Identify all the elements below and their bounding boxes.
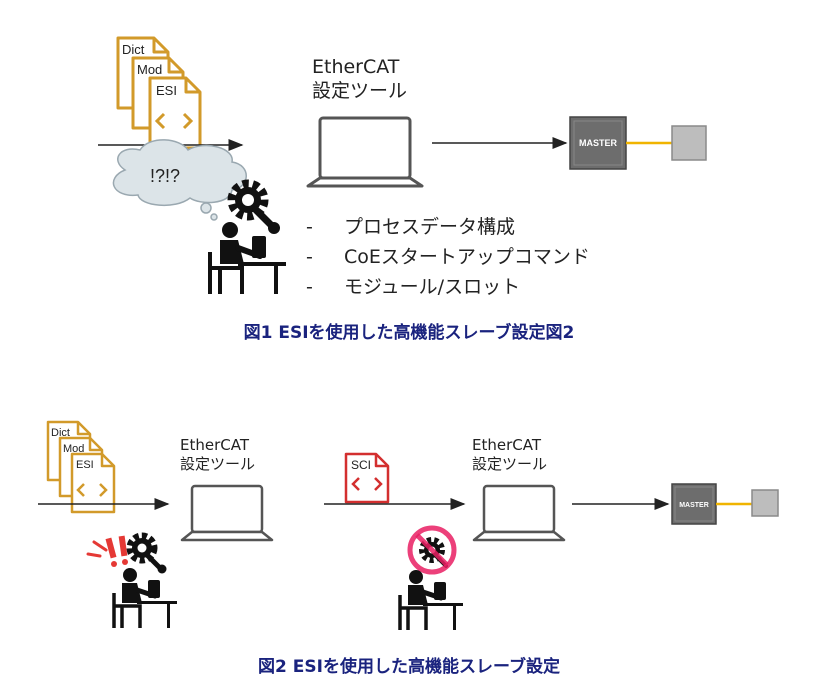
fig1-bullet-list: -プロセスデータ構成 -CoEスタートアップコマンド -モジュール/スロット: [306, 212, 590, 302]
master-device: MASTER: [671, 483, 717, 525]
file-label: ESI: [156, 83, 177, 98]
bullet-item: -プロセスデータ構成: [306, 216, 516, 238]
master-label: MASTER: [679, 502, 709, 509]
master-device: MASTER: [569, 116, 627, 170]
tool-title-line2: 設定ツール: [180, 454, 256, 473]
worker-at-desk-icon: [112, 568, 177, 628]
file-label: Dict: [122, 42, 145, 57]
worker-at-desk-icon: [208, 222, 286, 294]
mod-file-icon: Mod: [58, 436, 104, 498]
thought-bubble: !?!?: [112, 139, 247, 221]
forbidden-gear-icon: [407, 525, 457, 575]
bubble-text: !?!?: [150, 166, 180, 186]
figure1-caption: 図1 ESIを使用した高機能スレーブ設定図2: [243, 323, 575, 343]
slave-device: [751, 489, 779, 517]
figure2-graphics: Dict Mod ESI: [38, 420, 779, 630]
dict-file-icon: Dict: [116, 36, 170, 110]
file-label: SCI: [351, 458, 371, 472]
mod-file-icon: Mod: [131, 56, 185, 130]
esi-files-stack: Dict Mod ESI: [116, 36, 202, 150]
bullet-item: -モジュール/スロット: [306, 276, 521, 298]
figure2-caption: 図2 ESIを使用した高機能スレーブ設定: [258, 657, 560, 677]
laptop-icon: [306, 116, 424, 188]
tool-title-line1: EtherCAT: [180, 436, 249, 454]
alert-exclamation-icon: [86, 535, 128, 567]
tool-title-line2: 設定ツール: [472, 454, 548, 473]
esi-files-stack-2: Dict Mod ESI: [46, 420, 116, 514]
esi-file-icon: ESI: [70, 452, 116, 514]
tool-title-line1: EtherCAT: [312, 56, 400, 78]
dict-file-icon: Dict: [46, 420, 92, 482]
file-label: Mod: [137, 62, 162, 77]
sci-file-icon: SCI: [344, 452, 390, 504]
file-label: ESI: [76, 459, 94, 471]
gear-wrench-icon: [227, 179, 280, 234]
laptop-icon: [180, 484, 274, 542]
gear-wrench-icon: [126, 532, 167, 574]
fig1-tool-title: EtherCAT 設定ツール: [312, 56, 407, 104]
tool-title-line1: EtherCAT: [472, 436, 541, 454]
bullet-item: -CoEスタートアップコマンド: [306, 246, 590, 268]
file-label: Dict: [51, 427, 70, 439]
slave-device: [671, 125, 707, 161]
fig2-tool2-title: EtherCAT 設定ツール: [472, 436, 547, 474]
file-label: Mod: [63, 443, 84, 455]
fig2-tool1-title: EtherCAT 設定ツール: [180, 436, 255, 474]
laptop-icon: [472, 484, 566, 542]
master-label: MASTER: [579, 138, 618, 148]
tool-title-line2: 設定ツール: [312, 79, 408, 102]
figure1-graphics: Dict Mod ESI !?!?: [98, 36, 707, 294]
esi-file-icon: ESI: [148, 76, 202, 150]
worker-at-desk-icon: [398, 570, 463, 630]
